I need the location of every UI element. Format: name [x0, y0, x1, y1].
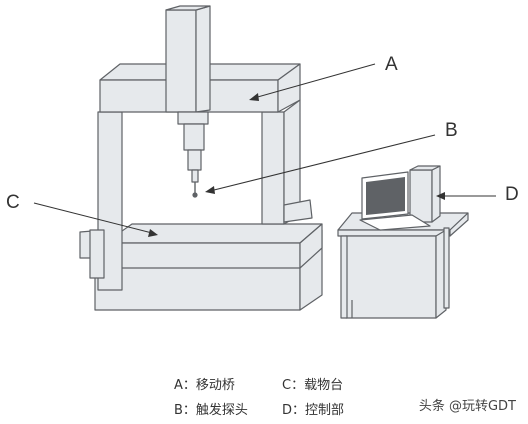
control-unit: [337, 165, 469, 319]
legend-row: B：触发探头 D：控制部: [174, 399, 374, 424]
z-column: [165, 5, 211, 183]
legend-item: A：移动桥: [174, 378, 235, 393]
legend: A：移动桥 C：载物台 B：触发探头 D：控制部: [174, 374, 374, 424]
callout-a: A: [385, 54, 398, 75]
watermark: 头条 @玩转GDT: [418, 399, 516, 414]
legend-item: B：触发探头: [174, 403, 248, 418]
callout-b: B: [445, 120, 458, 141]
leader-lines: [33, 63, 496, 237]
legend-row: A：移动桥 C：载物台: [174, 374, 374, 399]
callout-c: C: [6, 192, 20, 213]
trigger-probe: [192, 182, 198, 198]
callout-d: D: [505, 184, 519, 205]
legend-item: D：控制部: [282, 403, 345, 418]
legend-item: C：载物台: [282, 378, 344, 393]
